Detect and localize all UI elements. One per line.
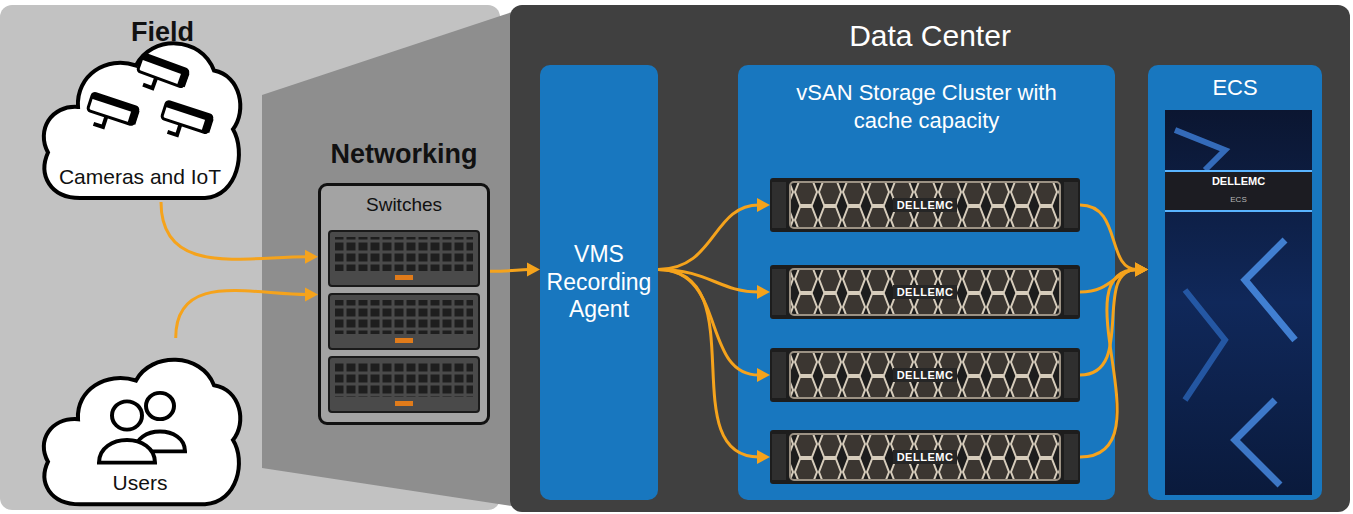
arrow-head — [757, 368, 770, 382]
storage-box: ECS DELLEMC ECS — [1148, 65, 1322, 500]
server-logo: DELLEMC — [893, 285, 958, 299]
flow-line — [658, 269, 759, 375]
arrow-head — [527, 262, 540, 276]
flow-line — [490, 269, 529, 271]
datacenter-panel: Data CenterVMS Recording Agent vSAN Stora… — [510, 5, 1350, 512]
arrow-head — [1135, 262, 1148, 276]
product-name: ECS — [1165, 195, 1312, 204]
flow-arrow — [1080, 262, 1148, 292]
flow-arrow — [658, 269, 770, 464]
server-unit: DELLEMC — [770, 265, 1080, 319]
arrow-head — [1135, 262, 1148, 276]
server-logo: DELLEMC — [893, 198, 958, 212]
flow-arrow — [658, 198, 770, 269]
switch-units — [321, 186, 487, 422]
box-label: vSAN Storage Cluster with cache capacity — [792, 79, 1062, 134]
cloud-label: Users — [113, 471, 168, 495]
flow-arrow — [490, 262, 540, 276]
arrow-head — [757, 285, 770, 299]
server-logo: DELLEMC — [893, 450, 958, 464]
panel-title: Field — [0, 17, 325, 48]
flow-arrow — [1080, 262, 1148, 375]
rack-label-group: DELLEMC ECS — [1165, 175, 1312, 204]
ecs-rack — [1165, 110, 1312, 495]
arrow-head — [757, 450, 770, 464]
flow-arrow — [658, 269, 770, 299]
process-box: VMS Recording Agent — [540, 65, 658, 500]
arrow-head — [305, 250, 318, 264]
flow-arrow — [161, 202, 318, 264]
flow-line — [1080, 269, 1137, 292]
flow-arrow — [1080, 205, 1148, 276]
cluster-box: vSAN Storage Cluster with cache capacity… — [738, 65, 1115, 500]
flow-line — [658, 269, 759, 292]
switch-box: Switches — [318, 183, 490, 425]
arrow-head — [757, 198, 770, 212]
switch-group: Switches Networking — [318, 135, 490, 425]
server-unit: DELLEMC — [770, 348, 1080, 402]
box-label: ECS — [1148, 75, 1322, 101]
flow-arrow — [176, 288, 318, 339]
flow-line — [658, 205, 759, 269]
flow-line — [658, 269, 759, 457]
arrow-head — [305, 288, 318, 302]
flow-arrow — [1080, 262, 1148, 457]
group-heading: Networking — [318, 139, 490, 170]
cloud-shape: Users — [35, 338, 245, 508]
arrow-head — [1135, 262, 1148, 276]
flow-line — [1080, 205, 1137, 269]
box-label: Switches — [321, 194, 487, 216]
server-logo: DELLEMC — [893, 368, 958, 382]
server-unit: DELLEMC — [770, 430, 1080, 484]
flow-line — [1080, 269, 1137, 375]
flow-line — [161, 202, 307, 259]
arrow-head — [1135, 262, 1148, 276]
brand-logo: DELLEMC — [1165, 175, 1312, 187]
cloud-label: Cameras and IoT — [59, 165, 221, 189]
flow-line — [1080, 269, 1137, 457]
cloud-shape: Cameras and IoT — [35, 20, 245, 202]
flow-line — [176, 291, 307, 338]
panel-title: Data Center — [510, 19, 1350, 53]
box-label: VMS Recording Agent — [546, 241, 652, 324]
server-unit: DELLEMC — [770, 178, 1080, 232]
flow-arrow — [658, 269, 770, 382]
